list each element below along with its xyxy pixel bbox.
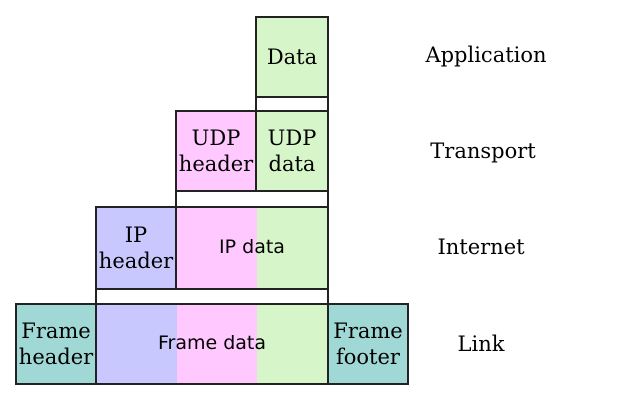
frame-footer-label: Frame footer <box>333 318 403 369</box>
application-data-block: Data <box>255 16 329 98</box>
frame-data-udp-header-fill <box>177 305 257 383</box>
layer-label-internet: Internet <box>437 235 525 259</box>
frame-data-label: Frame data <box>157 332 267 355</box>
ip-data-udp-data-fill <box>257 208 327 288</box>
ip-data-udp-header-fill <box>177 208 257 288</box>
frame-header-block: Frame header <box>15 303 97 385</box>
frame-data-ip-header-fill <box>97 305 177 383</box>
ip-data-block: IP data <box>175 206 329 290</box>
frame-header-label: Frame header <box>18 318 94 369</box>
ip-header-block: IP header <box>95 206 177 290</box>
udp-data-block: UDP data <box>255 110 329 192</box>
frame-footer-block: Frame footer <box>327 303 409 385</box>
application-data-label: Data <box>266 44 318 69</box>
layer-label-link: Link <box>457 332 505 356</box>
layer-label-application: Application <box>425 43 547 67</box>
udp-header-label: UDP header <box>178 125 254 176</box>
udp-data-label: UDP data <box>267 125 317 176</box>
frame-data-block: Frame data <box>95 303 329 385</box>
frame-data-udp-data-fill <box>257 305 327 383</box>
layer-label-transport: Transport <box>430 139 536 163</box>
udp-header-block: UDP header <box>175 110 257 192</box>
ip-header-label: IP header <box>98 222 174 273</box>
ip-data-label: IP data <box>219 236 285 259</box>
